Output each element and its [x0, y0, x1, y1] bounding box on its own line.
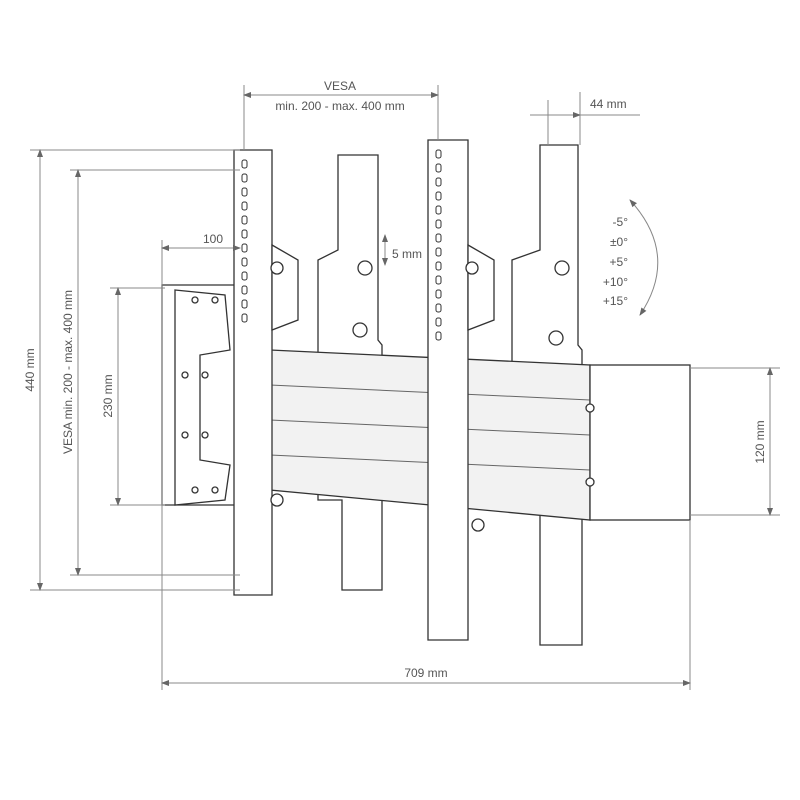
- dimension-lines: [30, 85, 780, 690]
- vesa-vertical-label: VESA min. 200 - max. 400 mm: [61, 290, 75, 454]
- mounting-slot: [435, 191, 442, 201]
- mounting-slot: [435, 163, 442, 173]
- mounting-slot: [435, 261, 442, 271]
- mounting-slot: [435, 233, 442, 243]
- vesa-top-range: min. 200 - max. 400 mm: [275, 99, 404, 113]
- tilt-angle: +10°: [603, 275, 628, 289]
- mounting-slot: [435, 205, 442, 215]
- height-440-label: 440 mm: [23, 348, 37, 391]
- mounting-slot: [435, 149, 442, 159]
- mounting-slot: [435, 331, 442, 341]
- mounting-slot: [241, 243, 248, 253]
- beam-120-label: 120 mm: [753, 420, 767, 463]
- width-44-label: 44 mm: [590, 97, 627, 111]
- total-709-label: 709 mm: [404, 666, 447, 680]
- mounting-slot: [435, 177, 442, 187]
- tilt-angle: ±0°: [610, 235, 628, 249]
- mounting-slot: [241, 313, 248, 323]
- mounting-slot: [241, 187, 248, 197]
- offset-100-label: 100: [203, 232, 223, 246]
- mounting-slot: [241, 285, 248, 295]
- mounting-slot: [241, 229, 248, 239]
- mounting-slot: [241, 299, 248, 309]
- tilt-angle: +5°: [610, 255, 629, 269]
- mounting-slot: [241, 201, 248, 211]
- tilt-angle-labels: -5° ±0° +5° +10° +15°: [603, 215, 628, 308]
- wall-plate: [161, 284, 236, 506]
- tilt-angle: +15°: [603, 294, 628, 308]
- mounting-slot: [435, 219, 442, 229]
- vesa-top-title: VESA: [324, 79, 356, 93]
- mounting-slot: [435, 317, 442, 327]
- tilt-angle: -5°: [613, 215, 629, 229]
- mounting-slot: [241, 215, 248, 225]
- mounting-slot: [241, 173, 248, 183]
- mounting-slot: [241, 159, 248, 169]
- mounting-slot: [241, 257, 248, 267]
- adjust-5-label: 5 mm: [392, 247, 422, 261]
- mounting-slot: [241, 271, 248, 281]
- mounting-slot: [435, 303, 442, 313]
- height-230-label: 230 mm: [101, 374, 115, 417]
- mounting-slot: [435, 289, 442, 299]
- mounting-slot: [435, 247, 442, 257]
- mounting-slot: [435, 275, 442, 285]
- wall-rail: [269, 349, 691, 521]
